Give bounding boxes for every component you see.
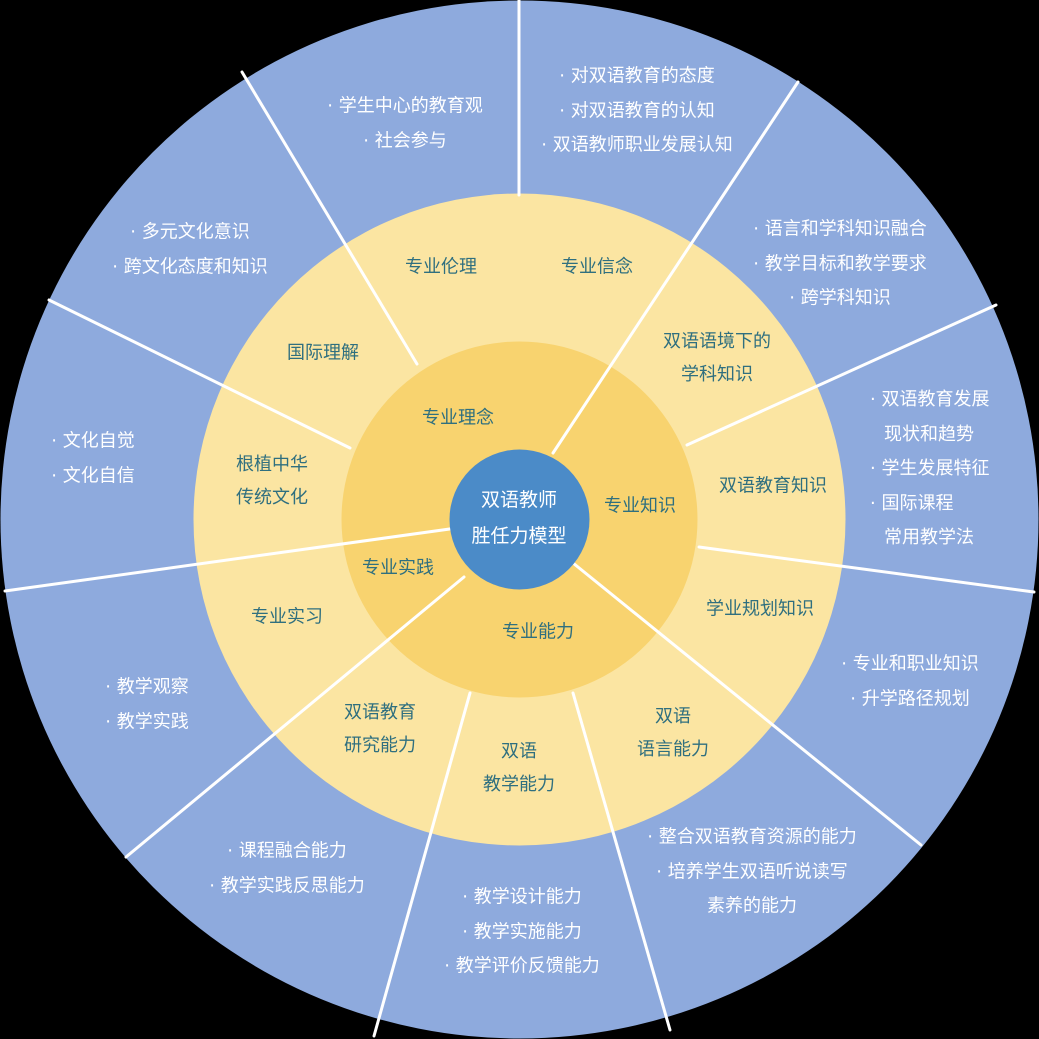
indicator-list-line: · 国际课程 [870,492,954,514]
competency-label-line: 学科知识 [681,364,753,385]
indicator-list-line: · 社会参与 [363,130,447,151]
competency-label-line: 专业伦理 [405,256,477,278]
domain-label-line: 专业知识 [604,495,676,517]
domain-label: 专业理念 [422,402,494,435]
indicator-list: · 双语教育发展现状和趋势 · 学生发展特征 · 国际课程常用教学法 [870,383,989,556]
indicator-list: · 语言和学科知识融合 · 教学目标和教学要求 · 跨学科知识 [753,212,926,316]
segment-divider-line [3,525,466,593]
indicator-list-line: · 升学路径规划 [850,688,970,709]
competency-label-line: 语言能力 [637,739,709,760]
indicator-list-line: · 教学设计能力 [462,886,582,908]
competency-label-line: 双语 [501,741,537,762]
competency-label: 专业伦理 [405,251,477,284]
indicator-list-line: · 文化自觉 [51,430,135,452]
competency-label-line: 双语教育 [344,702,416,723]
competency-label-line: 双语 [655,706,691,727]
competency-label-line: 双语教育知识 [719,475,827,497]
indicator-list-line: · 课程融合能力 [227,840,347,862]
competency-label-line: 根植中华 [236,454,308,475]
indicator-list-line: 现状和趋势 [884,423,974,445]
domain-label-line: 专业理念 [422,407,494,429]
indicator-list: · 文化自觉 · 文化自信 [51,425,134,494]
domain-label: 专业能力 [502,616,574,649]
domain-label: 专业实践 [362,552,434,585]
center-title: 双语教师胜任力模型 [471,482,566,554]
competency-label-line: 教学能力 [483,774,555,795]
competency-label: 双语教育研究能力 [344,696,416,762]
indicator-list-line: · 教学实践反思能力 [209,875,365,896]
competency-label-line: 专业信念 [561,256,633,278]
segment-divider-line [124,575,466,859]
indicator-list: · 学生中心的教育观 · 社会参与 [327,90,482,159]
competency-label: 根植中华传统文化 [236,448,308,514]
segment-divider-line [685,303,998,447]
indicator-list-line: · 专业和职业知识 [841,653,979,675]
competency-label-line: 学业规划知识 [706,598,814,620]
indicator-list-line: · 语言和学科知识融合 [753,218,927,240]
competency-label: 双语语言能力 [637,700,709,766]
indicator-list-line: · 文化自信 [51,465,135,486]
indicator-list: · 课程融合能力 · 教学实践反思能力 [209,835,364,904]
domain-label: 专业知识 [604,490,676,523]
segment-divider-line [372,691,472,1038]
competency-label: 专业信念 [561,251,633,284]
indicator-list-line: · 教学目标和教学要求 [753,252,927,274]
domain-label-line: 专业能力 [502,621,574,643]
indicator-list: · 教学观察 · 教学实践 [105,671,188,740]
center-title-line: 胜任力模型 [471,525,567,547]
segment-divider-line [551,80,800,455]
competency-label: 双语教育知识 [719,470,827,503]
segment-divider-line [571,561,923,847]
indicator-list: · 整合双语教育资源的能力 · 培养学生双语听说读写素养的能力 [647,820,856,924]
indicator-list-line: · 多元文化意识 [130,221,250,243]
competency-label-line: 双语语境下的 [663,331,771,352]
indicator-list: · 对双语教育的态度 · 对双语教育的认知 · 双语教师职业发展认知 [541,59,732,163]
competency-label: 学业规划知识 [706,593,814,626]
indicator-list: · 多元文化意识 · 跨文化态度和知识 [112,216,267,285]
competency-label-line: 传统文化 [236,487,308,508]
center-title-line: 双语教师 [480,489,558,511]
indicator-list: · 教学设计能力 · 教学实施能力 · 教学评价反馈能力 [444,880,599,984]
indicator-list-line: · 双语教育发展 [870,388,990,410]
indicator-list-line: · 教学实践 [105,711,189,732]
indicator-list-line: 常用教学法 [884,526,974,548]
segment-divider-line [571,691,672,1032]
competency-label-line: 国际理解 [287,342,359,364]
competency-label: 双语教学能力 [483,735,555,801]
segment-divider-line [697,545,1036,594]
indicator-list-line: · 整合双语教育资源的能力 [647,826,857,848]
competency-label: 双语语境下的学科知识 [663,325,771,391]
indicator-list: · 专业和职业知识 · 升学路径规划 [841,648,978,717]
indicator-list-line: · 培养学生双语听说读写 [656,860,848,882]
indicator-list-line: 素养的能力 [706,895,797,917]
competency-label: 专业实习 [251,601,323,634]
center-hub [449,449,590,590]
domain-label-line: 专业实践 [362,557,434,579]
indicator-list-line: · 对双语教育的认知 [559,99,715,121]
indicator-list-line: · 跨文化态度和知识 [112,256,268,277]
indicator-list-line: · 双语教师职业发展认知 [541,134,733,156]
indicator-list-line: · 学生中心的教育观 [327,95,483,117]
indicator-list-line: · 教学观察 [105,676,189,698]
indicator-list-line: · 教学评价反馈能力 [444,955,600,977]
indicator-list-line: · 对双语教育的态度 [559,65,715,87]
segment-divider-line [240,70,419,366]
competency-label: 国际理解 [287,337,359,370]
indicator-list-line: · 跨学科知识 [789,287,891,309]
competency-label-line: 专业实习 [251,606,323,628]
competency-label-line: 研究能力 [344,735,416,756]
indicator-list-line: · 教学实施能力 [462,920,582,942]
segment-divider-line [47,298,352,450]
indicator-list-line: · 学生发展特征 [870,457,990,479]
